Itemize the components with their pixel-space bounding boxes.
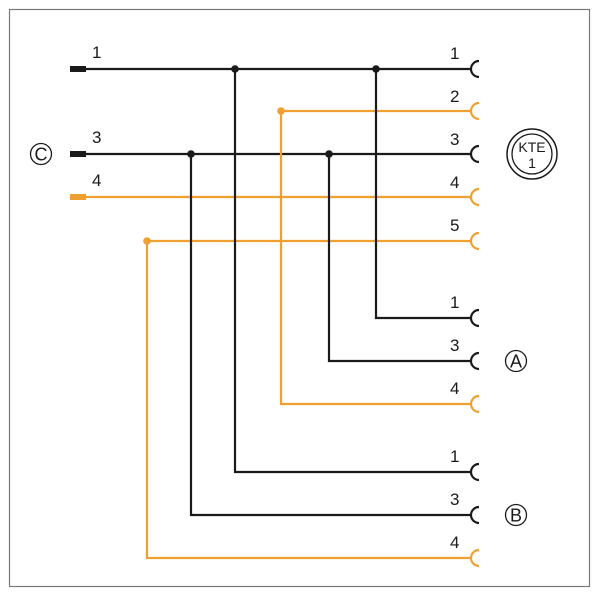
branch-b-pin-label: 3 bbox=[450, 490, 459, 509]
socket-symbol bbox=[469, 144, 480, 164]
socket-symbol bbox=[469, 548, 480, 568]
branch-a-pin-label: 3 bbox=[450, 336, 459, 355]
socket-symbol bbox=[469, 101, 480, 121]
input-pin-4-stub bbox=[70, 194, 86, 200]
socket-symbol bbox=[469, 231, 480, 251]
marker-c-circle bbox=[29, 142, 53, 166]
diagram-border bbox=[8, 8, 591, 588]
marker-a-circle bbox=[504, 349, 528, 373]
input-pin-4-label: 4 bbox=[92, 171, 101, 190]
top-pin-label: 1 bbox=[450, 44, 459, 63]
kte-device-number: 1 bbox=[528, 155, 536, 171]
wire-1-to-b-1 bbox=[233, 69, 470, 474]
junction-dot bbox=[277, 107, 285, 115]
socket-symbol bbox=[469, 187, 480, 207]
junction-dot bbox=[231, 65, 239, 73]
kte-device-label: KTE bbox=[518, 139, 545, 155]
wire-3-to-b-3 bbox=[189, 154, 470, 517]
socket-symbol bbox=[469, 505, 480, 525]
marker-a-label: A bbox=[510, 352, 522, 372]
branch-b-pin-label: 4 bbox=[450, 533, 459, 552]
junction-dot bbox=[325, 150, 333, 158]
socket-symbol bbox=[469, 59, 480, 79]
branch-a-pin-label: 4 bbox=[450, 379, 459, 398]
wire-1-to-a-1 bbox=[374, 69, 470, 320]
input-pin-3-stub bbox=[70, 151, 86, 157]
marker-b-label: B bbox=[510, 506, 522, 526]
input-pin-3-label: 3 bbox=[92, 128, 101, 147]
kte-device-outer-ring bbox=[506, 128, 558, 180]
junction-dot bbox=[187, 150, 195, 158]
socket-symbol bbox=[469, 351, 480, 371]
kte-device-inner-ring bbox=[511, 133, 553, 175]
branch-b-pin-label: 1 bbox=[450, 447, 459, 466]
top-pin-label: 4 bbox=[450, 173, 459, 192]
wire-3-to-a-3 bbox=[327, 154, 470, 363]
socket-symbol bbox=[469, 462, 480, 482]
socket-symbol bbox=[469, 394, 480, 414]
branch-a-pin-label: 1 bbox=[450, 293, 459, 312]
top-pin-label: 3 bbox=[450, 130, 459, 149]
socket-symbol bbox=[469, 308, 480, 328]
marker-c-label: C bbox=[35, 145, 48, 165]
junction-dot bbox=[372, 65, 380, 73]
top-pin-label: 2 bbox=[450, 87, 459, 106]
wire-top-5-to-b-4 bbox=[145, 239, 470, 560]
input-pin-1-label: 1 bbox=[92, 43, 101, 62]
top-pin-label: 5 bbox=[450, 216, 459, 235]
junction-dot bbox=[143, 237, 151, 245]
input-pin-1-stub bbox=[70, 66, 86, 72]
marker-b-circle bbox=[504, 503, 528, 527]
